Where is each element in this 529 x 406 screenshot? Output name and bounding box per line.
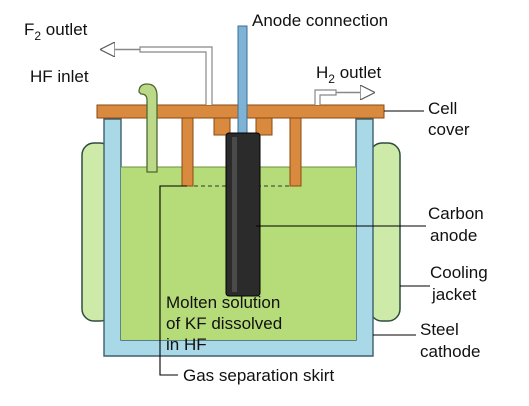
pointer-lines bbox=[159, 110, 430, 376]
h2-outlet-label: H2 outlet bbox=[316, 63, 382, 86]
molten-solution-label-line2: of KF dissolved bbox=[166, 314, 282, 333]
gas-skirt-pointer bbox=[159, 185, 187, 376]
anode-connection-label: Anode connection bbox=[252, 11, 388, 30]
gas-separation-skirt-label: Gas separation skirt bbox=[183, 366, 334, 385]
hf-inlet-label: HF inlet bbox=[30, 67, 89, 86]
cooling-jacket-label-line2: jacket bbox=[431, 285, 477, 304]
steel-cathode-label-line2: cathode bbox=[420, 342, 481, 361]
cell-cover-label-line2: cover bbox=[428, 120, 470, 139]
molten-solution-label-line1: Molten solution bbox=[166, 293, 280, 312]
h2-outlet-pipe bbox=[314, 89, 337, 105]
cell-cover-label-line1: Cell bbox=[428, 99, 457, 118]
molten-solution-label-line3: in HF bbox=[166, 335, 207, 354]
steel-cathode-label-line1: Steel bbox=[420, 320, 459, 339]
cooling-jacket-label-line1: Cooling bbox=[430, 263, 488, 282]
cooling-jacket-right bbox=[369, 142, 401, 322]
carbon-anode-label-line1: Carbon bbox=[428, 204, 484, 223]
hf-inlet-pipe bbox=[138, 83, 158, 173]
gas-separation-skirt-right bbox=[289, 117, 302, 187]
anode-connection-rod bbox=[237, 25, 248, 137]
gas-separation-skirt-left bbox=[181, 117, 194, 187]
carbon-anode bbox=[225, 132, 261, 297]
f2-outlet-label: F2 outlet bbox=[24, 20, 88, 43]
carbon-anode-label-line2: anode bbox=[430, 226, 477, 245]
anode-collar bbox=[213, 117, 231, 136]
